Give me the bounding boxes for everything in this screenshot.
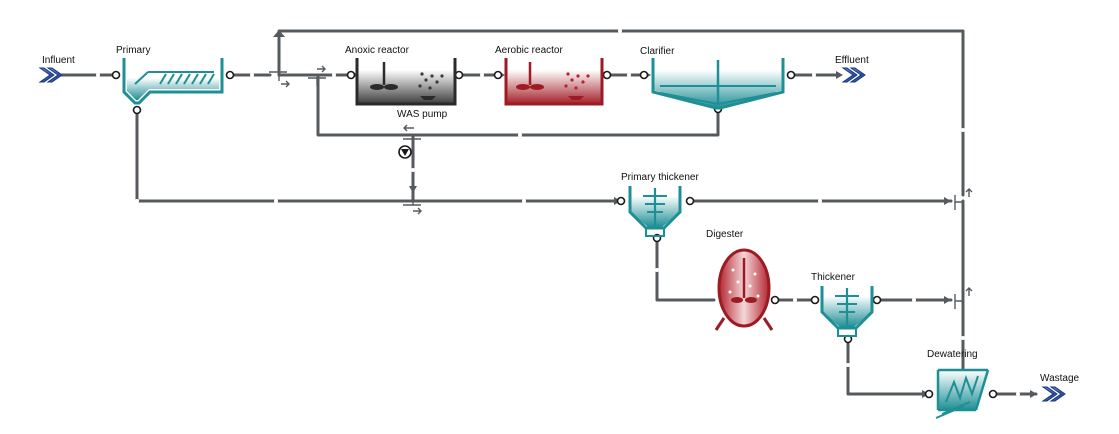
was-pump-label: WAS pump: [397, 109, 448, 120]
anoxic-reactor-label: Anoxic reactor: [345, 45, 410, 56]
pipe-nodes: [96, 29, 1020, 396]
mixer-splitters: [269, 65, 973, 309]
influent-icon[interactable]: [38, 67, 63, 83]
ports: [111, 70, 998, 399]
aerobic-reactor-label: Aerobic reactor: [495, 45, 563, 56]
clarifier-label: Clarifier: [640, 46, 675, 57]
clarifier[interactable]: [651, 58, 785, 110]
wastage-icon[interactable]: [1041, 386, 1066, 402]
anoxic-reactor[interactable]: [355, 58, 457, 106]
primary-clarifier[interactable]: [122, 58, 224, 105]
pump-icon[interactable]: [398, 145, 412, 159]
primary-thickener[interactable]: [628, 186, 682, 237]
wastage-label: Wastage: [1040, 373, 1080, 384]
primary-label: Primary: [116, 45, 150, 56]
effluent-icon[interactable]: [841, 67, 866, 83]
primary-thickener-label: Primary thickener: [621, 172, 699, 183]
dewatering[interactable]: [935, 368, 990, 419]
thickener[interactable]: [820, 286, 874, 337]
thickener-label: Thickener: [811, 272, 856, 283]
digester-label: Digester: [706, 229, 744, 240]
digester[interactable]: [714, 248, 774, 331]
dewatering-label: Dewatering: [927, 349, 978, 360]
aerobic-reactor[interactable]: [504, 58, 604, 106]
influent-label: Influent: [42, 55, 75, 66]
effluent-label: Effluent: [835, 55, 869, 66]
